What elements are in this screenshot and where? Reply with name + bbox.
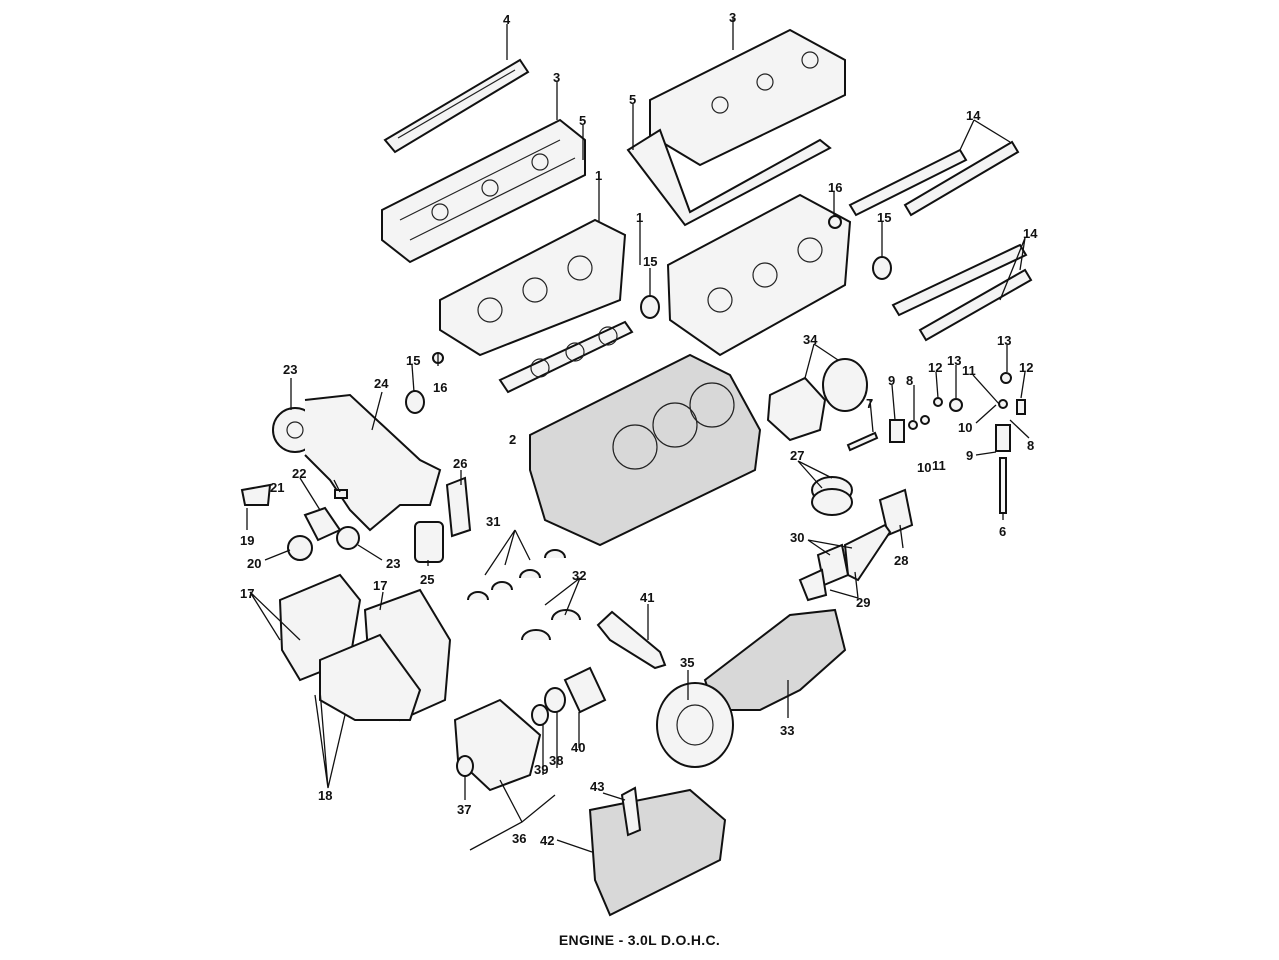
callout-24: 24 [374,376,389,391]
callout-28: 28 [894,553,908,568]
callout-8-right: 8 [1027,438,1034,453]
callout-11-right: 11 [962,363,976,378]
callout-17-right: 17 [373,578,387,593]
callout-22: 22 [292,466,306,481]
main-bearings [467,549,581,641]
callout-19: 19 [240,533,254,548]
callout-10-left: 10 [917,460,931,475]
valve-train [846,372,1026,514]
callout-34: 34 [803,332,818,347]
callout-40: 40 [571,740,585,755]
callout-26: 26 [453,456,467,471]
callout-32: 32 [572,568,586,583]
callout-36: 36 [512,831,526,846]
valve-cover-gasket-left [383,58,530,154]
valve-cover-left [381,118,586,264]
callout-6: 6 [999,524,1006,539]
oil-pump-assembly [453,666,607,792]
callout-5-left: 5 [579,113,586,128]
callout-39: 39 [534,762,548,777]
callout-21: 21 [270,480,284,495]
callout-4: 4 [503,12,511,27]
callout-33: 33 [780,723,794,738]
callout-14-upper: 14 [966,108,981,123]
callout-35: 35 [680,655,694,670]
callout-15-left: 15 [406,353,420,368]
callout-11-left: 11 [932,458,946,473]
callout-37: 37 [457,802,471,817]
callout-14-lower: 14 [1023,226,1038,241]
callout-15-right: 15 [877,210,891,225]
leader-lines [246,18,1030,853]
valve-cover-right [649,28,846,167]
seals [405,215,892,414]
engine-block [529,353,762,547]
callouts: 1 1 2 3 3 4 5 5 6 7 8 8 9 9 10 10 11 11 … [240,10,1038,848]
bracket [596,610,667,670]
callout-38: 38 [549,753,563,768]
oil-pan [588,786,727,917]
callout-25: 25 [420,572,434,587]
callout-5-right: 5 [629,92,636,107]
callout-15-mid: 15 [643,254,657,269]
head-gasket [498,320,634,394]
callout-16-right: 16 [828,180,842,195]
callout-17-left: 17 [240,586,254,601]
camshafts [848,140,1033,342]
callout-31: 31 [486,514,500,529]
cylinder-head-right [666,193,852,357]
callout-42: 42 [540,833,554,848]
callout-18: 18 [318,788,332,803]
callout-3-right: 3 [729,10,736,25]
timing-belt-components [240,393,472,563]
callout-9-left: 9 [888,373,895,388]
callout-29: 29 [856,595,870,610]
callout-8-left: 8 [906,373,913,388]
callout-41: 41 [640,590,654,605]
callout-12-right: 12 [1019,360,1033,375]
callout-23-top: 23 [283,362,297,377]
callout-1-left-head: 1 [595,168,602,183]
diagram-caption: ENGINE - 3.0L D.O.H.C. [558,932,721,948]
callout-13-right: 13 [997,333,1011,348]
callout-43: 43 [590,779,604,794]
callout-3-left: 3 [553,70,560,85]
callout-2: 2 [509,432,516,447]
cylinder-head-left [439,218,627,357]
crankshaft [656,608,847,768]
callout-20: 20 [247,556,261,571]
rear-main-seal [766,358,868,442]
callout-10-right: 10 [958,420,972,435]
callout-9-right: 9 [966,448,973,463]
callout-12-left: 12 [928,360,942,375]
timing-covers [278,573,452,722]
callout-27: 27 [790,448,804,463]
callout-7: 7 [866,396,873,411]
piston-assembly [798,476,914,602]
valve-cover-gasket-right [626,128,832,227]
callout-30: 30 [790,530,804,545]
callout-23-bottom: 23 [386,556,400,571]
callout-16-left: 16 [433,380,447,395]
callout-13-left: 13 [947,353,961,368]
callout-1-right-head: 1 [636,210,643,225]
